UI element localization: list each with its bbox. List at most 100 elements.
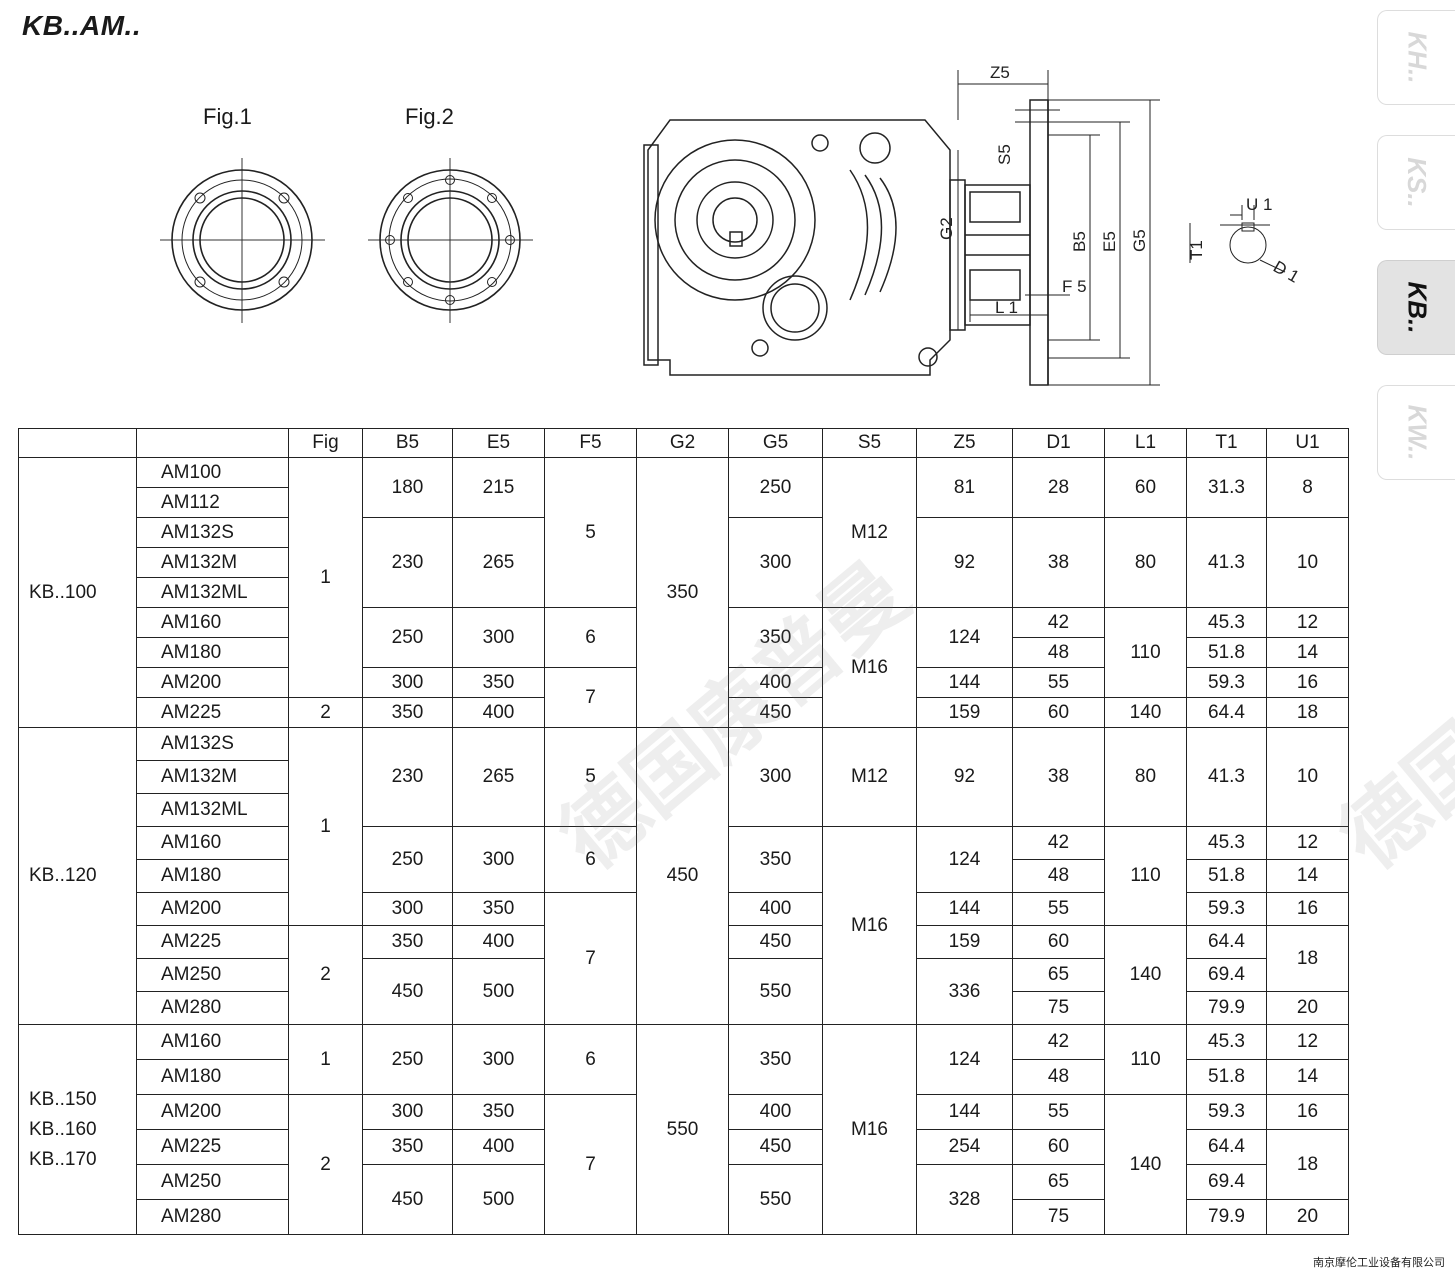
motor-cell: AM200	[136, 1094, 289, 1130]
g5-cell: 550	[728, 1164, 823, 1235]
d1-cell: 38	[1012, 517, 1105, 608]
d1-cell: 60	[1012, 1129, 1105, 1165]
motor-cell: AM132M	[136, 760, 289, 794]
fig2-flange-drawing	[368, 158, 533, 323]
motor-cell: AM100	[136, 457, 289, 488]
u1-cell: 12	[1266, 1024, 1349, 1060]
header-fig: Fig	[288, 428, 363, 458]
motor-cell: AM132S	[136, 727, 289, 761]
tab-kb[interactable]: KB..	[1377, 260, 1455, 355]
page-title: KB..AM..	[22, 10, 142, 41]
header-t1: T1	[1186, 428, 1267, 458]
fig1-label: Fig.1	[203, 104, 252, 129]
motor-cell: AM250	[136, 958, 289, 992]
u1-cell: 16	[1266, 667, 1349, 698]
u1-cell: 14	[1266, 1059, 1349, 1095]
table-row: AM180 48 51.8 14	[19, 1059, 1349, 1095]
e5-cell: 400	[452, 1129, 545, 1165]
motor-cell: AM132S	[136, 517, 289, 548]
e5-cell: 500	[452, 1164, 545, 1235]
tab-ks[interactable]: KS..	[1377, 135, 1455, 230]
motor-cell: AM225	[136, 1129, 289, 1165]
d1-cell: 48	[1012, 1059, 1105, 1095]
d1-cell: 60	[1012, 925, 1105, 959]
motor-cell: AM180	[136, 859, 289, 893]
b5-cell: 180	[362, 457, 453, 518]
s5-cell: M12	[822, 457, 917, 608]
fig-cell: 2	[288, 925, 363, 1025]
t1-cell: 64.4	[1186, 697, 1267, 728]
u1-cell: 20	[1266, 991, 1349, 1025]
motor-cell: AM280	[136, 991, 289, 1025]
table-row: AM160 250 300 6 350 M16 124 42 110 45.3 …	[19, 826, 1349, 1025]
table-row: AM250 450 500 550 328 65 69.4	[19, 1164, 1349, 1235]
l1-cell: 60	[1104, 457, 1187, 518]
d1-cell: 38	[1012, 727, 1105, 827]
tab-kw[interactable]: KW..	[1377, 385, 1455, 480]
g5-cell: 300	[728, 517, 823, 608]
motor-cell: AM200	[136, 892, 289, 926]
g5-dim-label: G5	[1130, 229, 1149, 252]
g5-cell: 350	[728, 607, 823, 668]
z5-cell: 144	[916, 1094, 1013, 1130]
tab-kh[interactable]: KH..	[1377, 10, 1455, 105]
z5-cell: 124	[916, 826, 1013, 893]
table-row: AM280 75 79.9 20	[19, 991, 1349, 1025]
g5-cell: 350	[728, 1024, 823, 1095]
e5-cell: 265	[452, 517, 545, 608]
e5-cell: 300	[452, 1024, 545, 1095]
header-s5: S5	[822, 428, 917, 458]
tab-kh-label: KH..	[1402, 31, 1432, 84]
fig-cell: 1	[288, 457, 363, 698]
motor-cell: AM180	[136, 1059, 289, 1095]
g2-cell: 550	[636, 1024, 729, 1235]
d1-cell: 60	[1012, 697, 1105, 728]
b5-cell: 250	[362, 1024, 453, 1095]
header-g2: G2	[636, 428, 729, 458]
z5-cell: 144	[916, 892, 1013, 926]
tab-ks-label: KS..	[1401, 157, 1432, 208]
l1-cell: 110	[1104, 1024, 1187, 1095]
z5-cell: 124	[916, 607, 1013, 668]
z5-cell: 159	[916, 925, 1013, 959]
fig2-label: Fig.2	[405, 104, 454, 129]
z5-cell: 124	[916, 1024, 1013, 1095]
motor-cell: AM180	[136, 637, 289, 668]
g2-cell: 350	[636, 457, 729, 728]
t1-cell: 64.4	[1186, 1129, 1267, 1165]
b5-cell: 350	[362, 697, 453, 728]
table-row: KB..120 AM132S 1 230 265 5 450 300 M12 9…	[18, 727, 1349, 1025]
f5-cell: 6	[544, 607, 637, 668]
table-row: AM180 48 51.8 14	[19, 859, 1349, 893]
z5-cell: 92	[916, 517, 1013, 608]
t1-cell: 45.3	[1186, 607, 1267, 638]
u1-cell: 12	[1266, 826, 1349, 860]
e5-cell: 350	[452, 1094, 545, 1130]
f5-dim-label: F 5	[1062, 277, 1087, 296]
dimension-table: Fig B5 E5 F5 G2 G5 S5 Z5 D1 L1 T1 U1 KB.…	[18, 428, 1349, 1235]
g5-cell: 400	[728, 1094, 823, 1130]
f5-cell: 6	[544, 1024, 637, 1095]
g5-cell: 550	[728, 958, 823, 1025]
header-l1: L1	[1104, 428, 1187, 458]
t1-cell: 51.8	[1186, 1059, 1267, 1095]
z5-cell: 81	[916, 457, 1013, 518]
header-cell	[18, 428, 137, 458]
table-row: AM250 450 500 550 336 65 69.4	[19, 958, 1349, 1025]
header-d1: D1	[1012, 428, 1105, 458]
d1-cell: 42	[1012, 607, 1105, 638]
u1-cell: 10	[1266, 727, 1349, 827]
z5-cell: 159	[916, 697, 1013, 728]
t1-cell: 31.3	[1186, 457, 1267, 518]
u1-cell: 18	[1266, 925, 1349, 992]
e5-cell: 300	[452, 826, 545, 893]
d1-cell: 42	[1012, 826, 1105, 860]
g5-cell: 400	[728, 892, 823, 926]
tab-kw-label: KW..	[1402, 404, 1432, 461]
t1-cell: 51.8	[1186, 859, 1267, 893]
fig-cell: 2	[288, 697, 363, 728]
motor-cell: AM160	[136, 826, 289, 860]
motor-cell: AM200	[136, 667, 289, 698]
f5-cell: 7	[544, 892, 637, 1025]
gear-type-cell: KB..150 KB..160 KB..170	[18, 1024, 137, 1235]
